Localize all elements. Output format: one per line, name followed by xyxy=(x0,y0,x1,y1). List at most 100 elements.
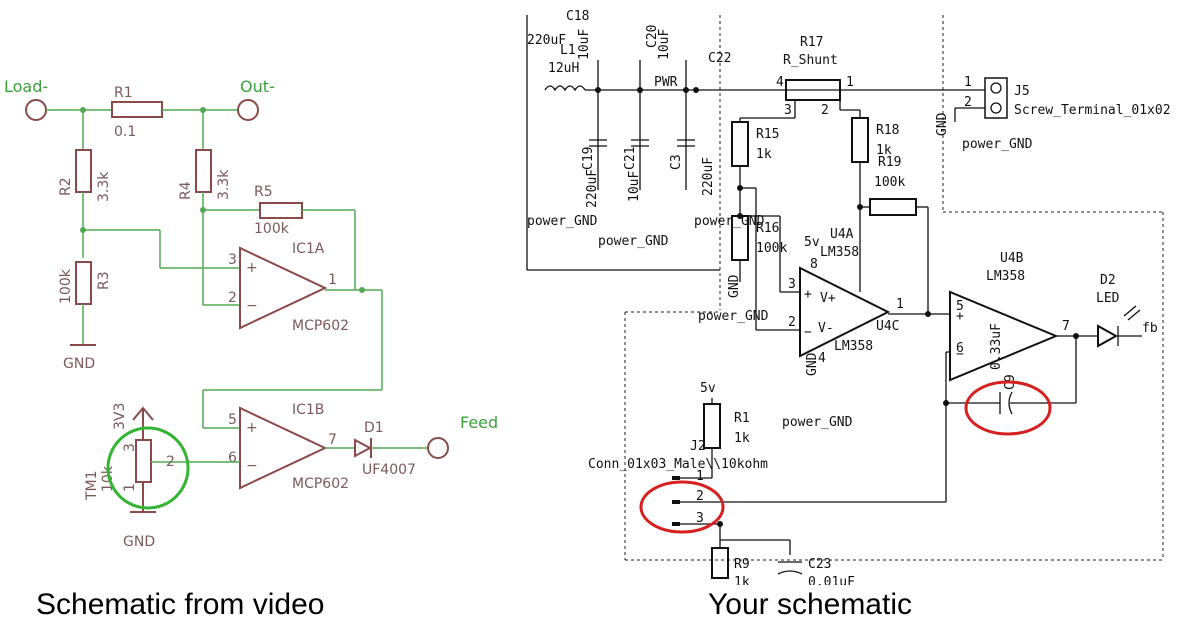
svg-text:+: + xyxy=(246,260,258,276)
u4a-pin1: 1 xyxy=(896,297,904,312)
j2-ref: J2 xyxy=(690,439,706,454)
r17-pin2: 2 xyxy=(821,103,829,118)
j2-pin2: 2 xyxy=(696,489,704,504)
u4a-vminus: V- xyxy=(818,321,834,336)
r1-resistor xyxy=(111,101,163,118)
u4b-opamp xyxy=(949,290,1059,382)
u4a-ref: U4A xyxy=(830,227,854,242)
ic1a-pin1: 1 xyxy=(328,272,337,288)
r4-resistor xyxy=(195,149,212,193)
r17-pin4: 4 xyxy=(776,75,784,90)
r2-value: 3.3k xyxy=(96,171,112,202)
r1-right-value: 1k xyxy=(734,431,750,446)
u4b-ref: U4B xyxy=(1000,251,1024,266)
r18-value: 1k xyxy=(876,143,892,158)
caption-left: Schematic from video xyxy=(36,588,324,621)
ic1b-pin5: 5 xyxy=(228,412,237,428)
r16-value: 100k xyxy=(756,241,787,256)
ic1a-ref: IC1A xyxy=(292,241,325,257)
r18-resistor xyxy=(851,117,869,163)
load-terminal xyxy=(25,99,47,121)
c20-value: 10uF xyxy=(577,29,592,60)
tm1-ref: TM1 xyxy=(84,470,100,501)
c20-ref: C20 xyxy=(645,25,660,48)
l1-value: 12uH xyxy=(548,61,579,76)
d2-part: LED xyxy=(1096,291,1120,306)
j5-pin2: 2 xyxy=(964,95,972,110)
j5-connector xyxy=(984,77,1008,119)
u4a-vplus: V+ xyxy=(820,291,836,306)
u4c-ref: U4C xyxy=(876,319,899,334)
r4-value: 3.3k xyxy=(216,169,232,200)
power-gnd-5: power_GND xyxy=(782,415,853,430)
tm1-pin3: 3 xyxy=(122,443,138,452)
c22-ref: C22 xyxy=(708,51,731,66)
l1-inductor xyxy=(544,85,586,92)
power-gnd-3: power_GND xyxy=(694,214,765,229)
r9-resistor xyxy=(711,547,729,579)
tm1-pin1: 1 xyxy=(122,483,138,492)
r9-ref: R9 xyxy=(734,557,750,572)
u4b-pin6: 6 xyxy=(956,341,964,356)
ic1a-pin3: 3 xyxy=(228,252,237,268)
r17-pin1: 1 xyxy=(846,75,854,90)
r4-ref: R4 xyxy=(178,181,194,200)
svg-text:+: + xyxy=(804,287,812,302)
r5-resistor xyxy=(259,202,303,219)
u4a-pin4: 4 xyxy=(818,351,826,366)
svg-text:+: + xyxy=(246,420,258,436)
v3-label: 3V3 xyxy=(112,403,128,430)
r1-right-ref: R1 xyxy=(734,411,750,426)
c3-ref: C3 xyxy=(669,154,684,170)
j2-part: Conn_01x03_Male\\10kohm xyxy=(588,457,768,472)
r2-resistor xyxy=(75,149,92,193)
u4c-part: LM358 xyxy=(834,339,873,354)
ic1a-part: MCP602 xyxy=(292,318,349,334)
c18-value: 220uF xyxy=(527,33,566,48)
tm1-pin2: 2 xyxy=(166,454,175,470)
ic1a-opamp xyxy=(239,246,328,330)
j5-ref: J5 xyxy=(1014,84,1030,99)
u4a-pin2: 2 xyxy=(788,315,796,330)
c18-ref: C18 xyxy=(566,9,589,24)
load-net-label: Load- xyxy=(4,77,48,96)
r1-value: 0.1 xyxy=(114,124,136,140)
gnd-label-2: GND xyxy=(123,534,155,550)
r15-resistor xyxy=(731,121,749,167)
right-schematic: 220uF C18 10uF 10uF C22 C20 L1 12uH PWR … xyxy=(526,9,1171,590)
d2-ref: D2 xyxy=(1100,273,1116,288)
gnd-label-r16: GND xyxy=(727,274,742,298)
u4b-pin5: 5 xyxy=(956,299,964,314)
pwr-label: PWR xyxy=(654,75,678,90)
svg-text:−: − xyxy=(804,325,812,340)
feed-net-label: Feed xyxy=(460,413,498,432)
c22-value: 10uF xyxy=(657,29,672,60)
ic1b-opamp xyxy=(239,406,328,490)
r3-ref: 100k xyxy=(58,268,74,304)
highlight-circle-connector xyxy=(639,480,725,534)
ic1b-part: MCP602 xyxy=(292,476,349,492)
r15-value: 1k xyxy=(756,147,772,162)
r3-resistor xyxy=(75,261,92,305)
u4a-supply: 5v xyxy=(804,235,820,250)
r17-ref: R17 xyxy=(800,35,823,50)
d1-diode xyxy=(354,438,373,458)
highlight-circle-left xyxy=(106,426,190,510)
r18-ref: R18 xyxy=(876,123,899,138)
gnd-label-u4: GND xyxy=(805,352,820,376)
tm1-potentiometer xyxy=(135,439,152,483)
u4b-pin7: 7 xyxy=(1062,319,1070,334)
l1-ref: L1 xyxy=(560,43,576,58)
out-net-label: Out- xyxy=(240,77,275,96)
r19-ref: R19 xyxy=(878,155,901,170)
r19-value: 100k xyxy=(874,175,905,190)
svg-text:−: − xyxy=(956,347,964,362)
r17-value: R_Shunt xyxy=(783,53,838,68)
r16-ref: R16 xyxy=(756,221,779,236)
gnd-label-1: GND xyxy=(63,356,95,372)
svg-text:+: + xyxy=(956,309,964,324)
r19-resistor xyxy=(869,198,917,216)
r15-ref: R15 xyxy=(756,127,779,142)
svg-text:−: − xyxy=(246,298,258,314)
